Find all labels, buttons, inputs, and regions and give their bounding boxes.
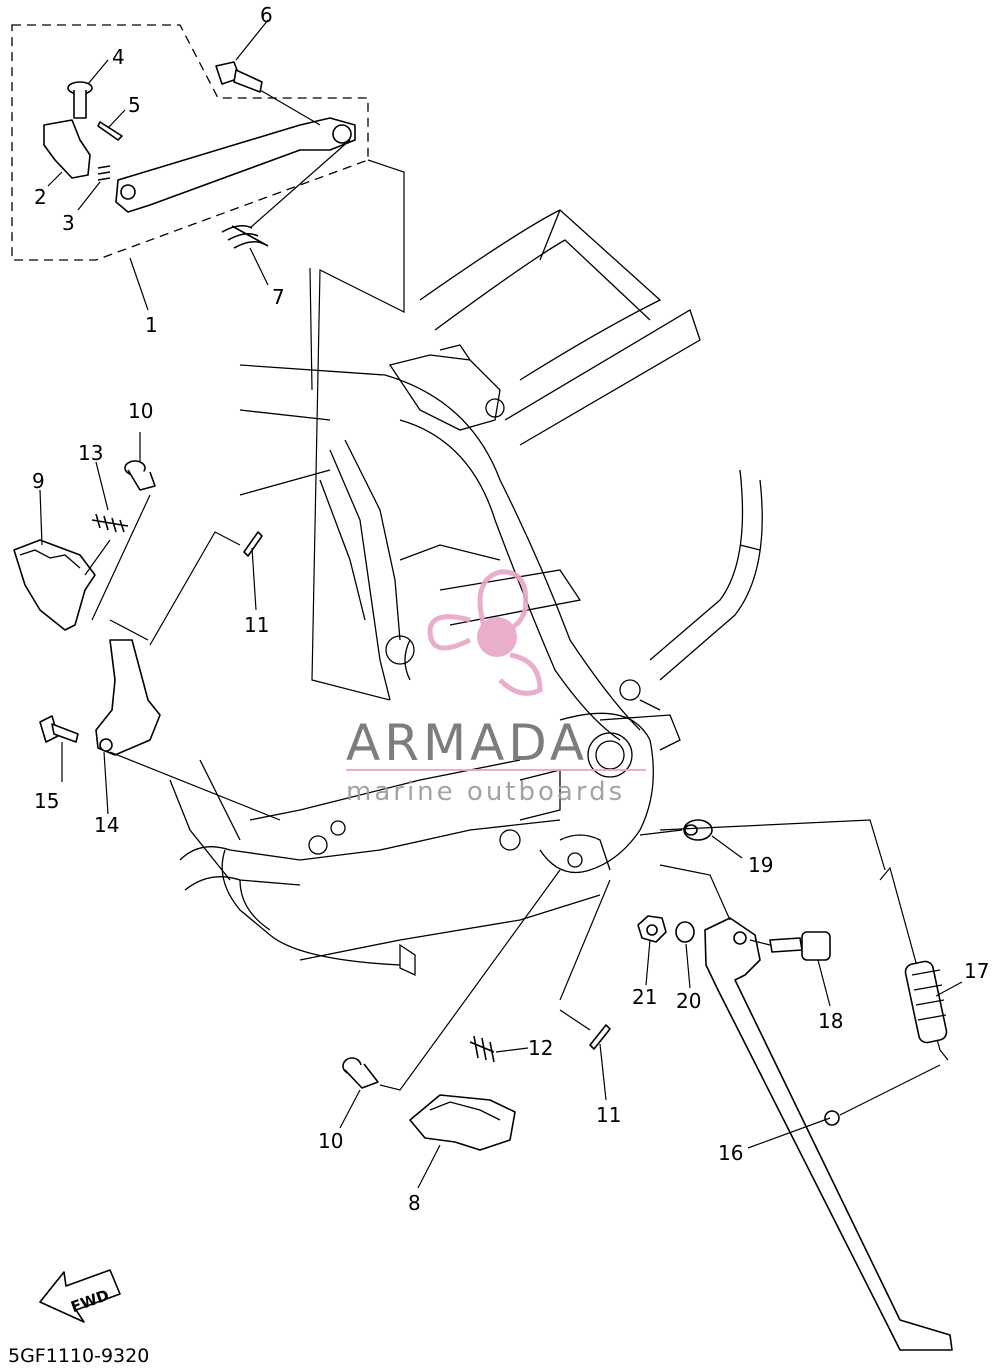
footrest-8 xyxy=(409,1094,516,1151)
footrest-9 xyxy=(13,539,96,631)
footrest-2 xyxy=(43,119,91,179)
callout-5: 5 xyxy=(128,93,141,117)
callout-17: 17 xyxy=(964,959,989,983)
spring-12 xyxy=(469,1035,495,1063)
callout-11-right: 11 xyxy=(596,1103,621,1127)
armada-watermark: ARMADA marine outboards xyxy=(346,569,646,807)
callout-4: 4 xyxy=(112,45,125,69)
bracket-14-hole xyxy=(99,738,113,752)
watermark-brand: ARMADA xyxy=(346,714,588,772)
cotter-pin-11-right xyxy=(589,1024,611,1050)
callout-leaders xyxy=(39,19,963,1189)
spring-3 xyxy=(97,165,111,181)
nut-21 xyxy=(637,915,667,943)
cotter-pin-11-left xyxy=(243,531,263,557)
watermark-tagline: marine outboards xyxy=(346,777,625,807)
callout-2: 2 xyxy=(34,185,47,209)
callout-9: 9 xyxy=(32,469,45,493)
callout-8: 8 xyxy=(408,1191,421,1215)
spring-17 xyxy=(879,866,949,1061)
pin-10-lower xyxy=(342,1057,379,1089)
assembly-1-boundary xyxy=(11,24,369,261)
callout-14: 14 xyxy=(94,813,119,837)
fwd-arrow-icon: FWD xyxy=(39,1269,121,1323)
motorcycle-frame xyxy=(169,209,763,977)
alignment-lines xyxy=(84,89,941,1116)
bolt-6 xyxy=(215,61,263,93)
callout-12: 12 xyxy=(528,1036,553,1060)
washer-20 xyxy=(675,921,695,943)
spring-7 xyxy=(221,224,269,249)
callout-20: 20 xyxy=(676,989,701,1013)
pin-4 xyxy=(67,81,93,119)
callout-19: 19 xyxy=(748,853,773,877)
callout-10-upper: 10 xyxy=(128,399,153,423)
footrest-bracket-arm xyxy=(115,117,356,213)
bolt-15 xyxy=(39,715,79,743)
bracket-14 xyxy=(95,639,161,756)
callout-15: 15 xyxy=(34,789,59,813)
callout-labels: 1 2 3 4 5 6 7 8 9 10 10 11 11 12 13 14 1… xyxy=(32,3,989,1215)
callout-16: 16 xyxy=(718,1141,743,1165)
spring-13 xyxy=(91,513,129,533)
callout-3: 3 xyxy=(62,211,75,235)
callout-11-left: 11 xyxy=(244,613,269,637)
pin-10-upper xyxy=(124,460,156,491)
cotter-pin-5 xyxy=(97,121,123,141)
armada-logo-icon xyxy=(427,569,543,696)
callout-13: 13 xyxy=(78,441,103,465)
callout-18: 18 xyxy=(818,1009,843,1033)
sidestand-16 xyxy=(704,917,953,1351)
callout-10-lower: 10 xyxy=(318,1129,343,1153)
callout-6: 6 xyxy=(260,3,273,27)
callout-21: 21 xyxy=(632,985,657,1009)
part-code: 5GF1110-9320 xyxy=(8,1345,149,1367)
callout-7: 7 xyxy=(272,285,285,309)
callout-1: 1 xyxy=(145,313,158,337)
bolt-18 xyxy=(769,931,831,961)
collar-19 xyxy=(683,819,713,841)
